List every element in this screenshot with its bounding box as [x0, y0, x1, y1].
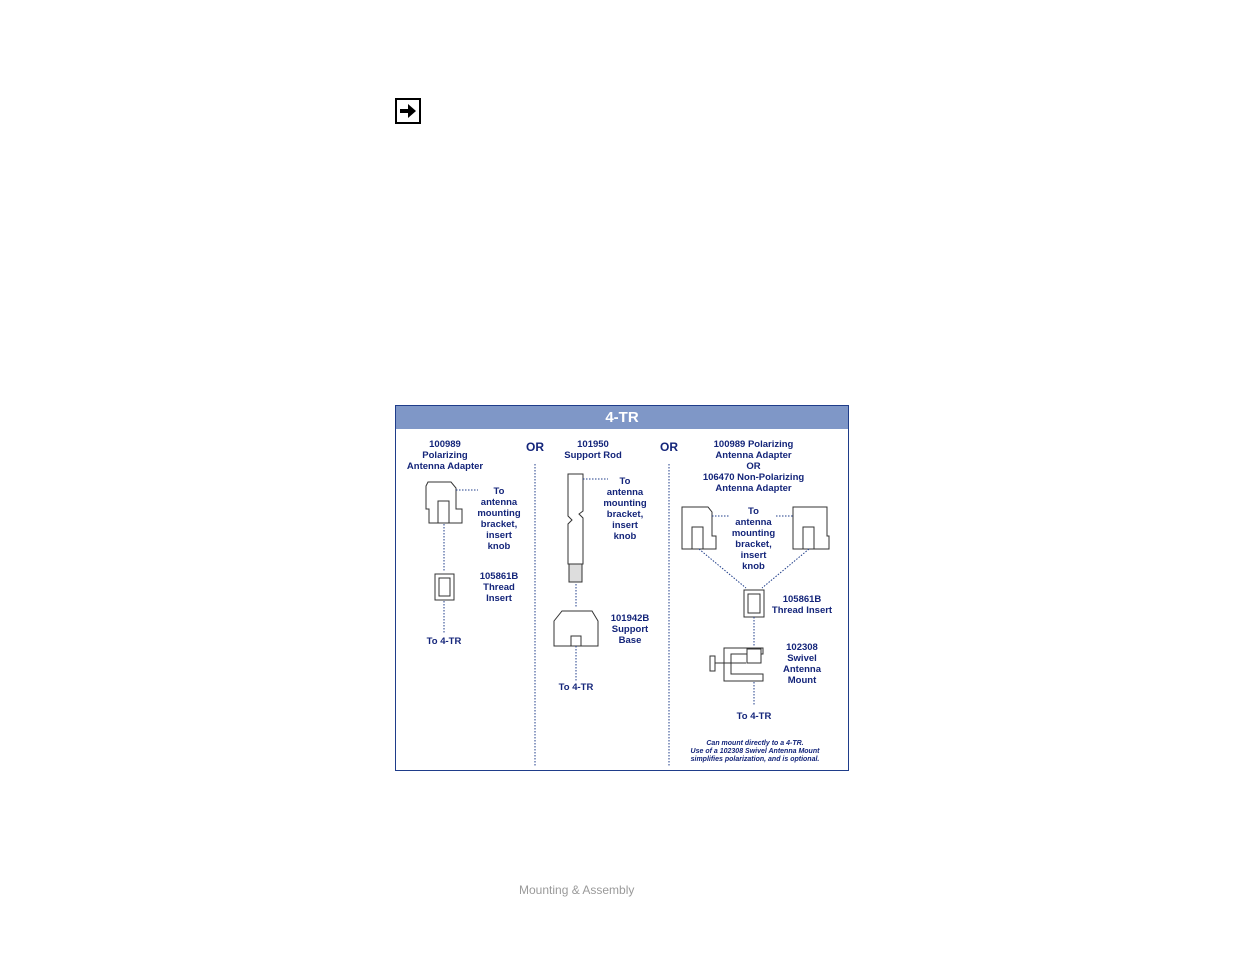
- col3-to-4tr-label: To 4-TR: [736, 711, 772, 722]
- antenna-mounting-diagram: 4-TR: [395, 405, 849, 771]
- col3-mount-label: 102308 Swivel Antenna Mount: [783, 642, 821, 686]
- diagram-artwork: [425, 464, 830, 766]
- footer-section-title: Mounting & Assembly: [519, 883, 635, 897]
- support-base-shape: [553, 610, 599, 647]
- polarizing-adapter-shape: [425, 481, 463, 524]
- col3-bracket-label: To antenna mounting bracket, insert knob: [731, 506, 776, 572]
- col1-to-4tr-label: To 4-TR: [426, 636, 462, 647]
- col3-part-label: 100989 Polarizing Antenna Adapter OR 106…: [702, 439, 805, 494]
- col3-note: Can mount directly to a 4-TR. Use of a 1…: [690, 740, 820, 763]
- swivel-mount-shape: [709, 647, 764, 682]
- diagram-title: 4-TR: [396, 406, 848, 429]
- col1-bracket-label: To antenna mounting bracket, insert knob: [477, 486, 521, 552]
- col2-bracket-label: To antenna mounting bracket, insert knob: [603, 476, 647, 542]
- adapter-right-shape: [792, 506, 830, 550]
- thread-insert-shape: [434, 573, 455, 601]
- col2-part-label: 101950 Support Rod: [564, 439, 622, 461]
- col1-insert-label: 105861B Thread Insert: [479, 571, 519, 604]
- support-rod-shape: [567, 473, 584, 583]
- or-label-1: OR: [526, 440, 544, 454]
- right-arrow-icon: [395, 98, 421, 124]
- thread-insert-shape-2: [743, 589, 765, 618]
- col3-insert-label: 105861B Thread Insert: [771, 594, 833, 616]
- or-label-2: OR: [660, 440, 678, 454]
- adapter-left-shape: [681, 506, 717, 550]
- col2-base-label: 101942B Support Base: [610, 613, 650, 646]
- col1-part-label: 100989 Polarizing Antenna Adapter: [406, 439, 484, 472]
- col2-to-4tr-label: To 4-TR: [558, 682, 594, 693]
